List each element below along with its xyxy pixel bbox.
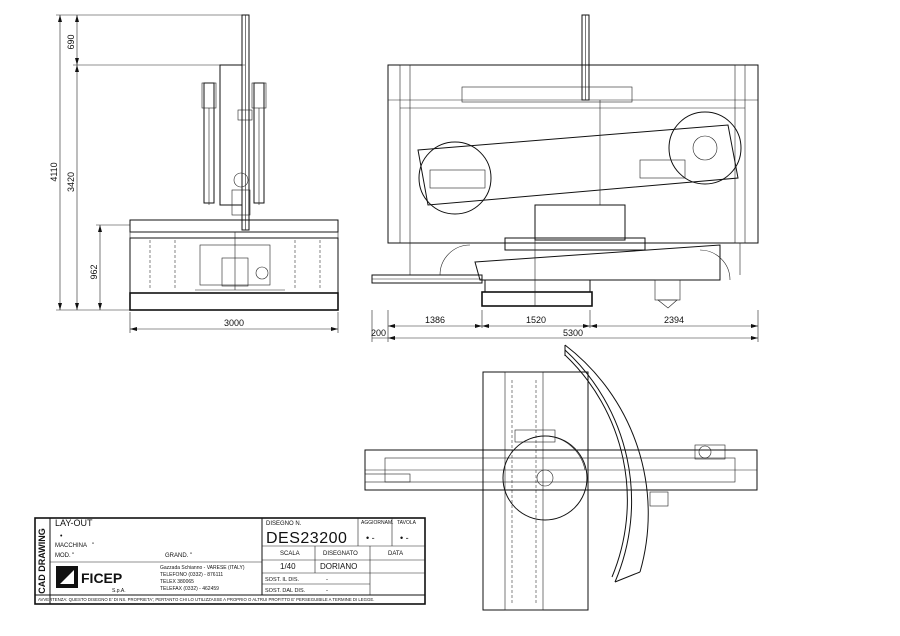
address-line-2: TELEFONO (0332) - 876111 xyxy=(160,572,223,578)
ficep-logo: FICEP S.p.A. xyxy=(56,566,126,594)
layout-title: LAY-OUT xyxy=(55,518,93,528)
tavola-value: • - xyxy=(400,533,409,543)
dim-front-total-height: 4110 xyxy=(49,162,59,181)
address-line-1: Gazzada Schianno - VARESE (ITALY) xyxy=(160,565,245,571)
sost-il-label: SOST. IL DIS. xyxy=(265,577,300,583)
dim-side-seg2: 1520 xyxy=(526,315,546,325)
dim-front-width: 3000 xyxy=(224,318,244,328)
sost-dal-label: SOST. DAL DIS. xyxy=(265,588,306,594)
mod-label: MOD. xyxy=(55,553,71,559)
dim-side-total: 5300 xyxy=(563,328,583,338)
dim-side-left-ext: 200 xyxy=(371,328,386,338)
disegno-label: DISEGNO N. xyxy=(266,521,302,527)
scala-value: 1/40 xyxy=(280,562,296,571)
dim-front-top: 690 xyxy=(66,34,76,49)
grand-value: " xyxy=(190,553,192,559)
company-name: FICEP xyxy=(81,570,122,586)
title-block: CAD DRAWING LAY-OUT • MACCHINA " MOD. " … xyxy=(34,517,426,605)
grand-label: GRAND. xyxy=(165,553,189,559)
dim-side-seg1: 1386 xyxy=(425,315,445,325)
data-label: DATA xyxy=(388,551,403,557)
mod-value: " xyxy=(72,553,74,559)
legal-warning: AVVERTENZA: QUESTO DISEGNO E' DI NS. PRO… xyxy=(38,597,374,602)
tavola-label: TAVOLA xyxy=(397,520,417,526)
front-view: 4110 690 3420 962 xyxy=(49,14,339,333)
disegno-value: DES23200 xyxy=(266,530,347,547)
address-line-4: TELEFAX (0332) - 462459 xyxy=(160,586,219,592)
macchina-label: MACCHINA xyxy=(55,543,87,549)
title-bullet: • xyxy=(60,533,63,540)
side-view: 200 1386 1520 2394 5300 xyxy=(371,14,759,342)
disegnato-value: DORIANO xyxy=(320,562,357,571)
sost-il-value: - xyxy=(326,577,328,583)
dim-side-seg3: 2394 xyxy=(664,315,684,325)
dim-front-mid: 3420 xyxy=(66,172,76,192)
macchina-value: " xyxy=(92,543,94,549)
disegnato-label: DISEGNATO xyxy=(323,551,358,557)
address-line-3: TELEX 380065 xyxy=(160,579,194,585)
aggiornam-value: • - xyxy=(366,533,375,543)
cad-drawing-side-label: CAD DRAWING xyxy=(37,528,47,594)
sost-dal-value: - xyxy=(326,588,328,594)
aggiornam-label: AGGIORNAM. xyxy=(361,520,394,526)
company-sub: S.p.A. xyxy=(112,588,126,594)
scala-label: SCALA xyxy=(280,551,300,557)
plan-view xyxy=(364,344,758,611)
dim-front-base: 962 xyxy=(89,264,99,279)
